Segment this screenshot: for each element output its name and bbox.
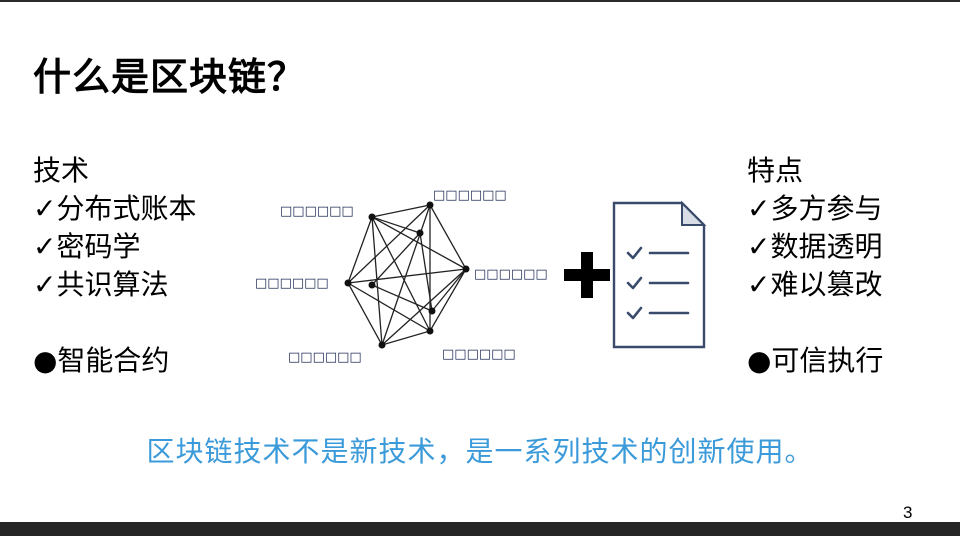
node-label: □□□□□□ (280, 204, 354, 219)
technology-heading: 技术 (33, 154, 90, 187)
node-label: □□□□□□ (433, 188, 507, 203)
features-bullet: ●可信执行 (747, 344, 884, 377)
caption: 区块链技术不是新技术，是一系列技术的创新使用。 (146, 435, 814, 468)
node-label: □□□□□□ (442, 347, 516, 362)
technology-bullet: ●智能合约 (33, 344, 170, 377)
network-graph-icon (347, 204, 467, 346)
features-column: 特点 ✓多方参与 ✓数据透明 ✓难以篡改 ●可信执行 (747, 152, 883, 380)
node-label: □□□□□□ (474, 267, 548, 282)
features-item: ✓难以篡改 (747, 268, 883, 301)
features-item: ✓多方参与 (747, 192, 883, 225)
features-heading: 特点 (747, 154, 804, 187)
checklist-document-icon (612, 200, 707, 349)
technology-item: ✓分布式账本 (33, 192, 197, 225)
page-number: 3 (903, 503, 913, 522)
features-item: ✓数据透明 (747, 230, 883, 263)
figure: □□□□□□ □□□□□□ □□□□□□ □□□□□□ □□□□□□ □□□□□… (255, 188, 707, 365)
slide-title: 什么是区块链？ (33, 55, 307, 99)
bottom-bar (0, 522, 960, 536)
node-label: □□□□□□ (255, 276, 329, 291)
node-label: □□□□□□ (288, 350, 362, 365)
top-divider (0, 0, 960, 2)
network-nodes (344, 201, 470, 349)
technology-column: 技术 ✓分布式账本 ✓密码学 ✓共识算法 ●智能合约 (33, 152, 196, 380)
technology-item: ✓密码学 (33, 230, 141, 263)
plus-icon (564, 252, 610, 298)
technology-item: ✓共识算法 (33, 268, 169, 301)
